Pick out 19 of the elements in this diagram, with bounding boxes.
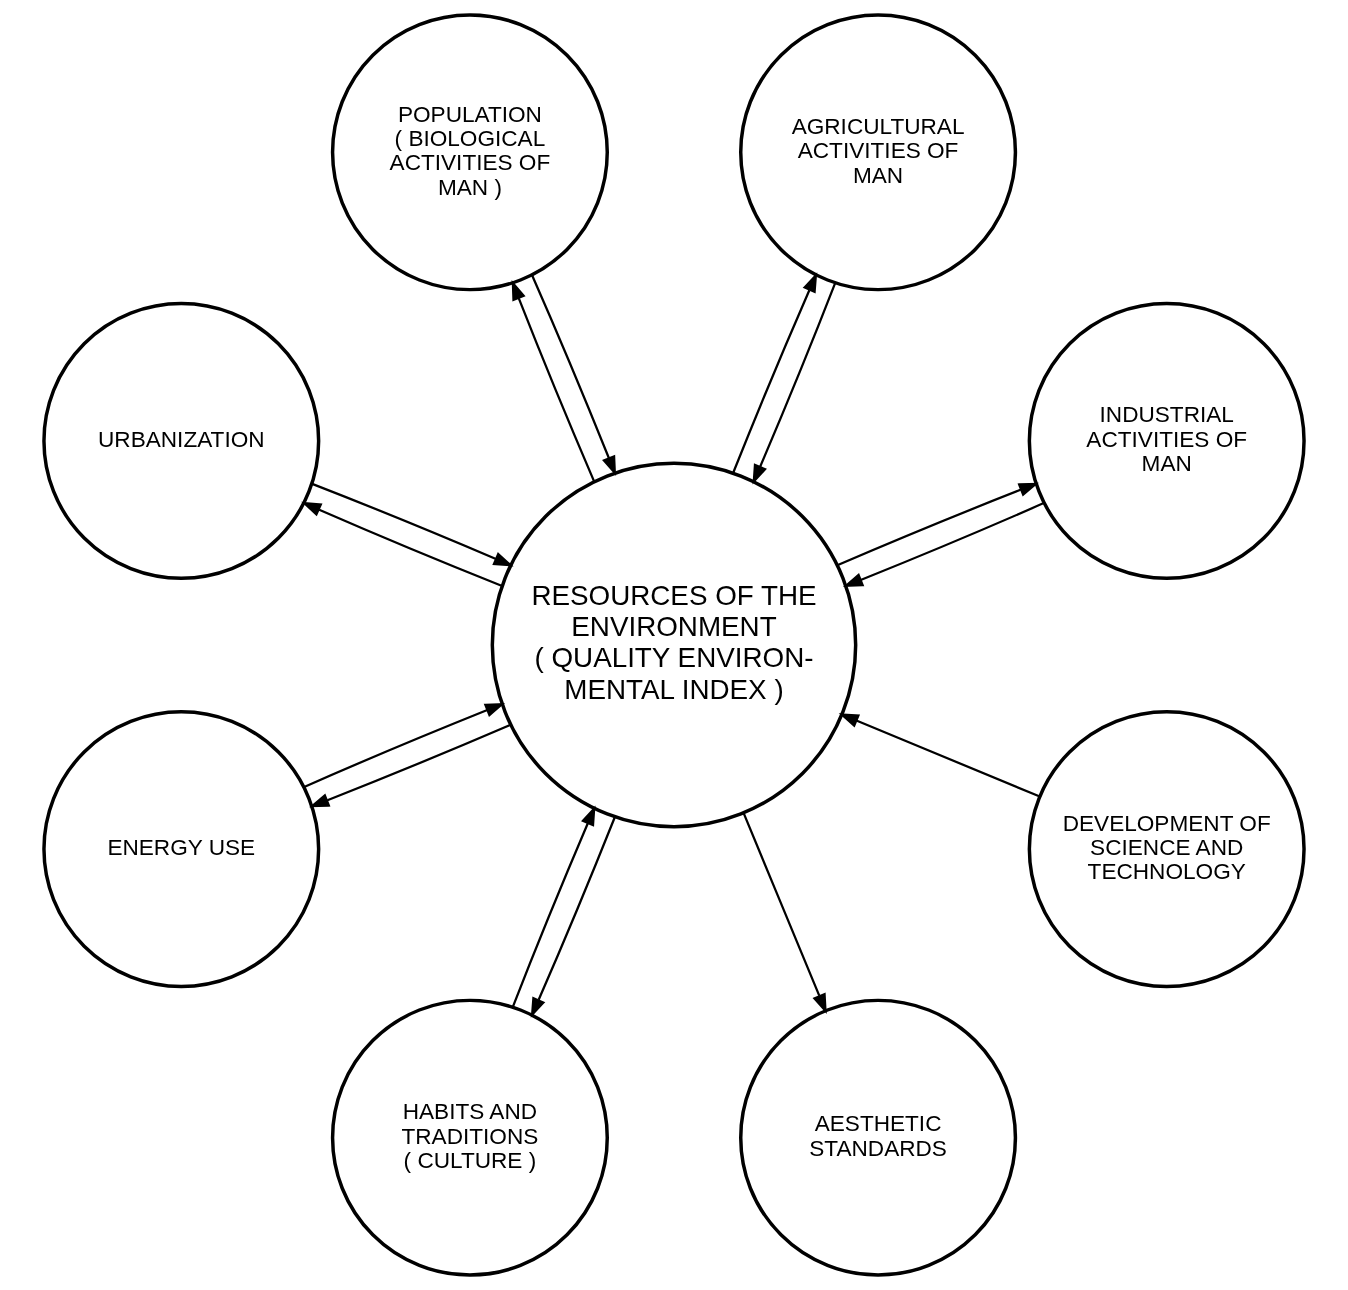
arrow xyxy=(530,817,616,1018)
arrow xyxy=(511,280,596,482)
arrow xyxy=(309,723,511,808)
arrow xyxy=(301,501,502,587)
arrow xyxy=(838,713,1040,798)
node-circle: ENERGY USE xyxy=(42,710,321,989)
arrow xyxy=(842,502,1045,588)
node-circle: INDUSTRIAL ACTIVITIES OF MAN xyxy=(1027,301,1306,580)
node-circle: POPULATION ( BIOLOGICAL ACTIVITIES OF MAN ) xyxy=(330,13,609,292)
arrow xyxy=(311,482,514,567)
node-circle: DEVELOPMENT OF SCIENCE AND TECHNOLOGY xyxy=(1027,710,1306,989)
arrow xyxy=(732,272,818,473)
arrow xyxy=(837,482,1039,567)
arrow xyxy=(303,702,506,788)
arrow xyxy=(531,274,617,477)
node-circle: AESTHETIC STANDARDS xyxy=(739,998,1018,1277)
arrow xyxy=(752,282,837,485)
arrow xyxy=(742,812,827,1014)
arrow xyxy=(511,805,596,1008)
